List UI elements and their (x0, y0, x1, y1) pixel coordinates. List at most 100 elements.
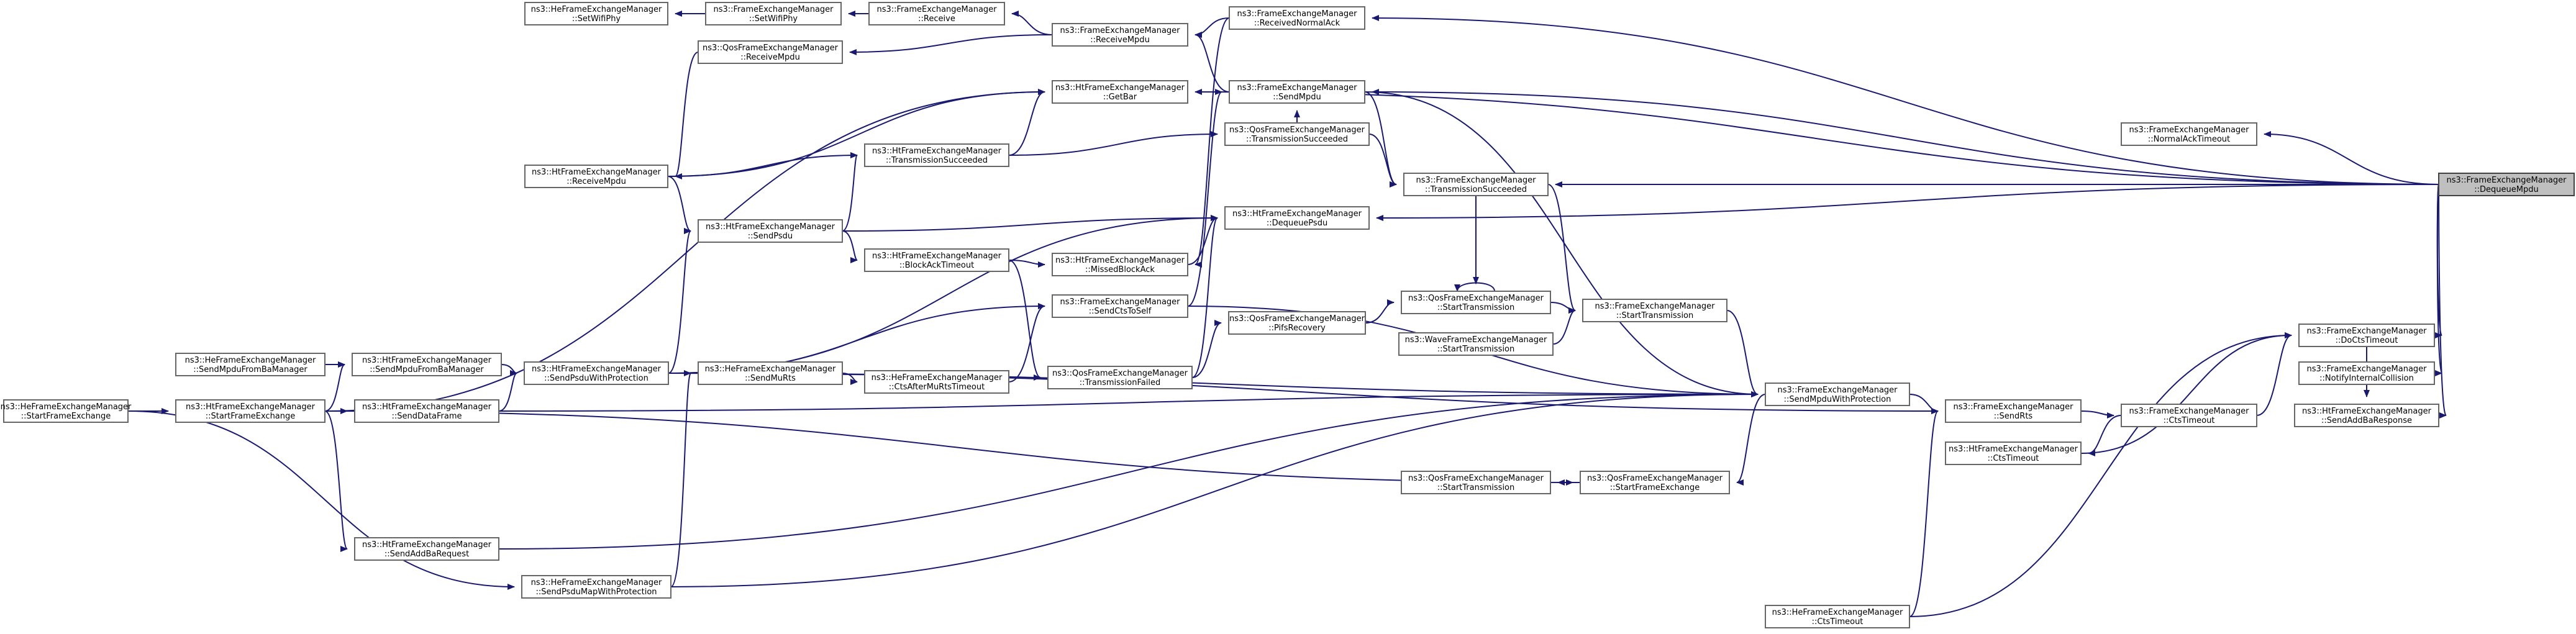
function-node-n41[interactable]: ns3::FrameExchangeManager::NotifyInterna… (2298, 361, 2435, 385)
call-edge (1195, 17, 1230, 38)
function-node-n1[interactable]: ns3::FrameExchangeManager::SetWifiPhy (705, 2, 842, 25)
function-node-n23[interactable]: ns3::HtFrameExchangeManager::SendMpduFro… (352, 353, 502, 376)
node-box (1401, 471, 1551, 494)
function-node-n28[interactable]: ns3::HeFrameExchangeManager::StartFrameE… (1, 399, 132, 423)
function-node-n16[interactable]: ns3::HtFrameExchangeManager::MissedBlock… (1052, 253, 1188, 276)
call-edge (324, 361, 345, 412)
node-method-label: ::BlockAckTimeout (899, 261, 974, 270)
function-node-n37[interactable]: ns3::HtFrameExchangeManager::SendAddBaRe… (354, 537, 499, 561)
node-class-label: ns3::HeFrameExchangeManager (1772, 608, 1903, 617)
node-class-label: ns3::QosFrameExchangeManager (1408, 294, 1544, 303)
function-node-n14[interactable]: ns3::HtFrameExchangeManager::SendPsdu (698, 219, 843, 243)
node-class-label: ns3::HtFrameExchangeManager (706, 222, 835, 232)
function-node-n19[interactable]: ns3::QosFrameExchangeManager::PifsRecove… (1228, 311, 1366, 335)
node-method-label: ::ReceiveMpdu (740, 53, 800, 62)
node-method-label: ::DoCtsTimeout (2336, 336, 2398, 345)
node-class-label: ns3::HeFrameExchangeManager (1, 402, 132, 412)
call-edge (324, 410, 1573, 486)
call-edge (670, 391, 1759, 587)
node-method-label: ::NotifyInternalCollision (2319, 374, 2414, 383)
node-box (2294, 404, 2439, 427)
node-method-label: ::SendAddBaRequest (385, 550, 469, 559)
call-edge (324, 89, 1045, 412)
function-node-n10[interactable]: ns3::HtFrameExchangeManager::ReceiveMpdu (524, 165, 668, 188)
function-node-n33[interactable]: ns3::FrameExchangeManager::CtsTimeout (2121, 404, 2257, 427)
function-node-n35[interactable]: ns3::QosFrameExchangeManager::StartTrans… (1401, 471, 1551, 494)
function-node-n18[interactable]: ns3::QosFrameExchangeManager::StartTrans… (1401, 291, 1551, 314)
function-node-n13[interactable]: ns3::HtFrameExchangeManager::DequeuePsdu (1224, 206, 1370, 230)
node-method-label: ::SendMpduFromBaManager (370, 365, 484, 374)
node-class-label: ns3::HtFrameExchangeManager (532, 168, 662, 177)
node-class-label: ns3::FrameExchangeManager (1416, 176, 1536, 185)
function-node-n4[interactable]: ns3::FrameExchangeManager::ReceivedNorma… (1229, 6, 1365, 30)
function-node-n25[interactable]: ns3::HeFrameExchangeManager::SendMuRts (698, 361, 843, 385)
node-method-label: ::StartTransmission (1437, 345, 1515, 354)
node-box (868, 2, 1005, 25)
function-node-n17[interactable]: ns3::FrameExchangeManager::SendCtsToSelf (1052, 294, 1188, 318)
call-edge (2434, 184, 2442, 376)
call-edge (1368, 134, 1397, 188)
call-edge (324, 410, 348, 552)
call-edge (842, 230, 858, 263)
function-node-n0[interactable]: ns3::HeFrameExchangeManager::SetWifiPhy (524, 2, 668, 25)
call-edge (670, 370, 691, 587)
function-node-n8[interactable]: ns3::QosFrameExchangeManager::Transmissi… (1224, 122, 1370, 146)
function-node-n39[interactable]: ns3::HeFrameExchangeManager::CtsTimeout (1765, 605, 1910, 628)
function-node-n7[interactable]: ns3::FrameExchangeManager::SendMpdu (1229, 80, 1365, 104)
call-edge (2080, 332, 2292, 454)
function-node-n21[interactable]: ns3::WaveFrameExchangeManager::StartTran… (1398, 332, 1554, 356)
node-class-label: ns3::FrameExchangeManager (2306, 365, 2427, 374)
function-node-n34[interactable]: ns3::HtFrameExchangeManager::CtsTimeout (1945, 442, 2082, 465)
call-edge (1008, 260, 1045, 268)
function-node-n26[interactable]: ns3::HeFrameExchangeManager::CtsAfterMuR… (864, 370, 1009, 394)
function-node-n22[interactable]: ns3::HeFrameExchangeManager::SendMpduFro… (175, 353, 325, 376)
node-box (1224, 122, 1370, 146)
function-node-n42[interactable]: ns3::HtFrameExchangeManager::SendAddBaRe… (2294, 404, 2439, 427)
call-edge (1365, 299, 1395, 324)
node-class-label: ns3::HtFrameExchangeManager (532, 365, 662, 374)
call-edge (1195, 17, 1230, 268)
node-method-label: ::TransmissionSucceeded (1425, 185, 1527, 194)
function-node-n2[interactable]: ns3::FrameExchangeManager::Receive (868, 2, 1005, 25)
function-node-n29[interactable]: ns3::HtFrameExchangeManager::StartFrameE… (175, 399, 325, 423)
node-box (1224, 206, 1370, 230)
call-edge (1011, 11, 1053, 35)
call-edge (2088, 415, 2122, 456)
node-box (1582, 299, 1727, 322)
function-node-n12[interactable]: ns3::FrameExchangeManager::TransmissionS… (1403, 173, 1549, 196)
call-edge (1187, 89, 1222, 307)
call-edge (1372, 15, 2439, 185)
function-node-n32[interactable]: ns3::FrameExchangeManager::SendRts (1945, 399, 2082, 423)
function-node-n24[interactable]: ns3::HtFrameExchangeManager::SendPsduWit… (524, 361, 669, 385)
function-node-n5[interactable]: ns3::QosFrameExchangeManager::ReceiveMpd… (698, 40, 843, 64)
node-method-label: ::SendRts (1994, 412, 2033, 421)
node-class-label: ns3::FrameExchangeManager (1060, 26, 1180, 35)
function-node-n30[interactable]: ns3::HtFrameExchangeManager::SendDataFra… (354, 399, 499, 423)
function-node-n9[interactable]: ns3::HtFrameExchangeManager::Transmissio… (864, 143, 1009, 167)
node-class-label: ns3::HtFrameExchangeManager (362, 402, 492, 412)
node-class-label: ns3::QosFrameExchangeManager (1229, 314, 1365, 324)
node-box (524, 165, 668, 188)
function-node-n38[interactable]: ns3::HeFrameExchangeManager::SendPsduMap… (521, 575, 671, 599)
node-box (698, 219, 843, 243)
node-method-label: ::SendDataFrame (391, 412, 462, 421)
function-node-n15[interactable]: ns3::HtFrameExchangeManager::BlockAckTim… (864, 248, 1009, 272)
function-node-n3[interactable]: ns3::FrameExchangeManager::ReceiveMpdu (1052, 23, 1188, 47)
function-node-n11[interactable]: ns3::FrameExchangeManager::NormalAckTime… (2121, 122, 2257, 146)
function-node-n20[interactable]: ns3::FrameExchangeManager::StartTransmis… (1582, 299, 1727, 322)
function-node-n43[interactable]: ns3::FrameExchangeManager::DequeueMpdu (2438, 173, 2575, 196)
call-edge (498, 391, 1759, 412)
node-method-label: ::CtsTimeout (1988, 454, 2039, 463)
function-node-n27[interactable]: ns3::QosFrameExchangeManager::Transmissi… (1047, 366, 1193, 389)
node-class-label: ns3::QosFrameExchangeManager (703, 43, 839, 53)
call-edge (1552, 307, 1576, 345)
node-method-label: ::CtsTimeout (1812, 617, 1864, 627)
function-node-n36[interactable]: ns3::QosFrameExchangeManager::StartFrame… (1580, 471, 1730, 494)
function-node-n6[interactable]: ns3::HtFrameExchangeManager::GetBar (1052, 80, 1188, 104)
call-edge (675, 52, 699, 179)
node-class-label: ns3::HeFrameExchangeManager (705, 365, 836, 374)
function-node-n31[interactable]: ns3::FrameExchangeManager::SendMpduWithP… (1765, 383, 1910, 406)
node-class-label: ns3::HtFrameExchangeManager (872, 147, 1002, 156)
call-edge (498, 391, 1759, 550)
function-node-n40[interactable]: ns3::FrameExchangeManager::DoCtsTimeout (2298, 324, 2435, 347)
